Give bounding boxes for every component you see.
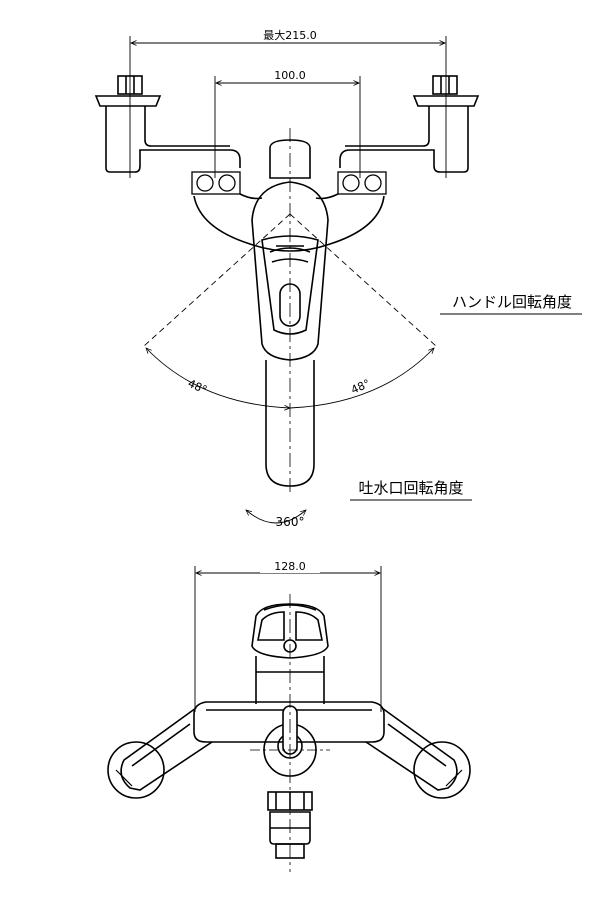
front-view: 128.0 [107,559,471,872]
spout-rotation-indicator [246,499,472,524]
left-angle-label: 48° [186,377,209,397]
spout-rotation-label: 吐水口回転角度 [358,479,463,497]
right-union-nut [337,171,387,195]
handle-rotation-arc [146,348,434,408]
right-arm [365,707,471,799]
handle-spacing-dimension [214,76,361,178]
center-hub [263,705,317,777]
mixer-body [193,139,385,252]
left-union-nut [191,171,241,195]
left-supply-fitting [94,75,241,173]
body-width-label: 128.0 [274,560,306,573]
top-view: 最大215.0 100.0 [94,28,582,496]
spout-angle-label: 360° [276,515,305,529]
right-angle-label: 48° [349,377,372,397]
overall-width-dimension [129,36,447,178]
handle-spacing-label: 100.0 [274,69,306,82]
right-supply-fitting [339,75,480,173]
body-width-dimension [194,566,382,712]
rotation-guide-lines [143,213,437,347]
handle-rotation-label: ハンドル回転角度 [452,293,572,311]
overall-width-label: 最大215.0 [263,28,317,42]
left-arm [107,707,213,799]
